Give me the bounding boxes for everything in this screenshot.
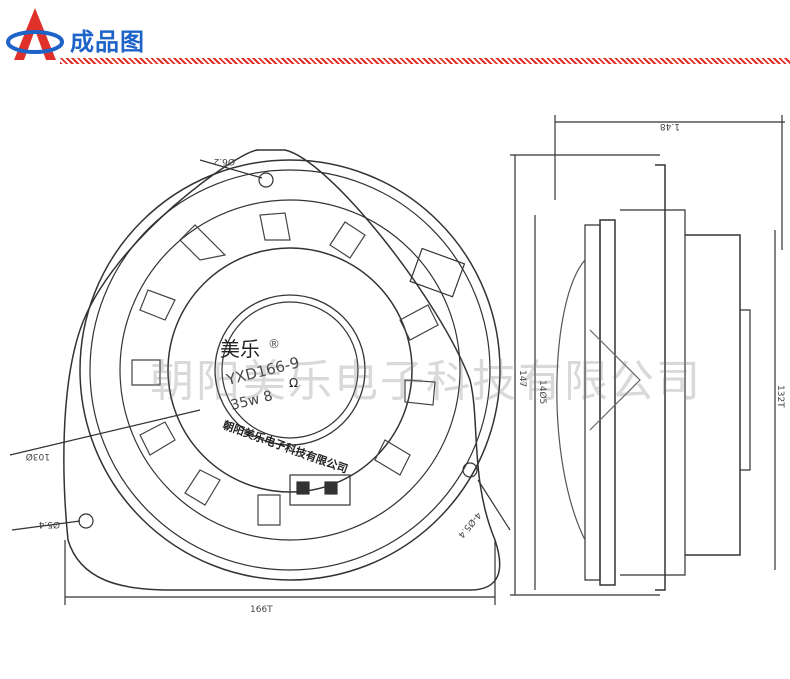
hole-left-dimension: Ø5.4 [38,519,60,530]
side-right-dimension: 132T [775,385,785,408]
company-logo-icon [6,8,64,60]
watermark-text: 朝阳美乐电子科技有限公司 [150,356,702,407]
side-mid-dimension: 14Ø5 [537,380,548,404]
side-view [510,115,785,596]
side-top-dimension: 1.48 [660,121,680,131]
side-mid2-dimension: 147 [517,370,527,387]
header-divider [60,58,790,64]
page-title: 成品图 [70,28,145,56]
brand-label: 美乐 [220,337,260,361]
front-view [9,149,511,605]
company-ring-label: 朝阳美乐电子科技有限公司 [221,418,350,476]
speaker-drawing: 美乐 ® YXD166-9 35w 8 Ω 朝阳美乐电子科技有限公司 166T … [9,115,785,615]
width-dimension: 166T [250,605,273,615]
ohm-symbol: Ω [289,376,298,390]
header: 成品图 [0,0,790,66]
top-left-dimension: Ø6.2 [214,156,235,167]
left-dimension: 103Ø [26,451,50,462]
hole-right-dimension: 4-Ø5.4 [455,510,483,541]
registered-mark: ® [268,337,280,351]
